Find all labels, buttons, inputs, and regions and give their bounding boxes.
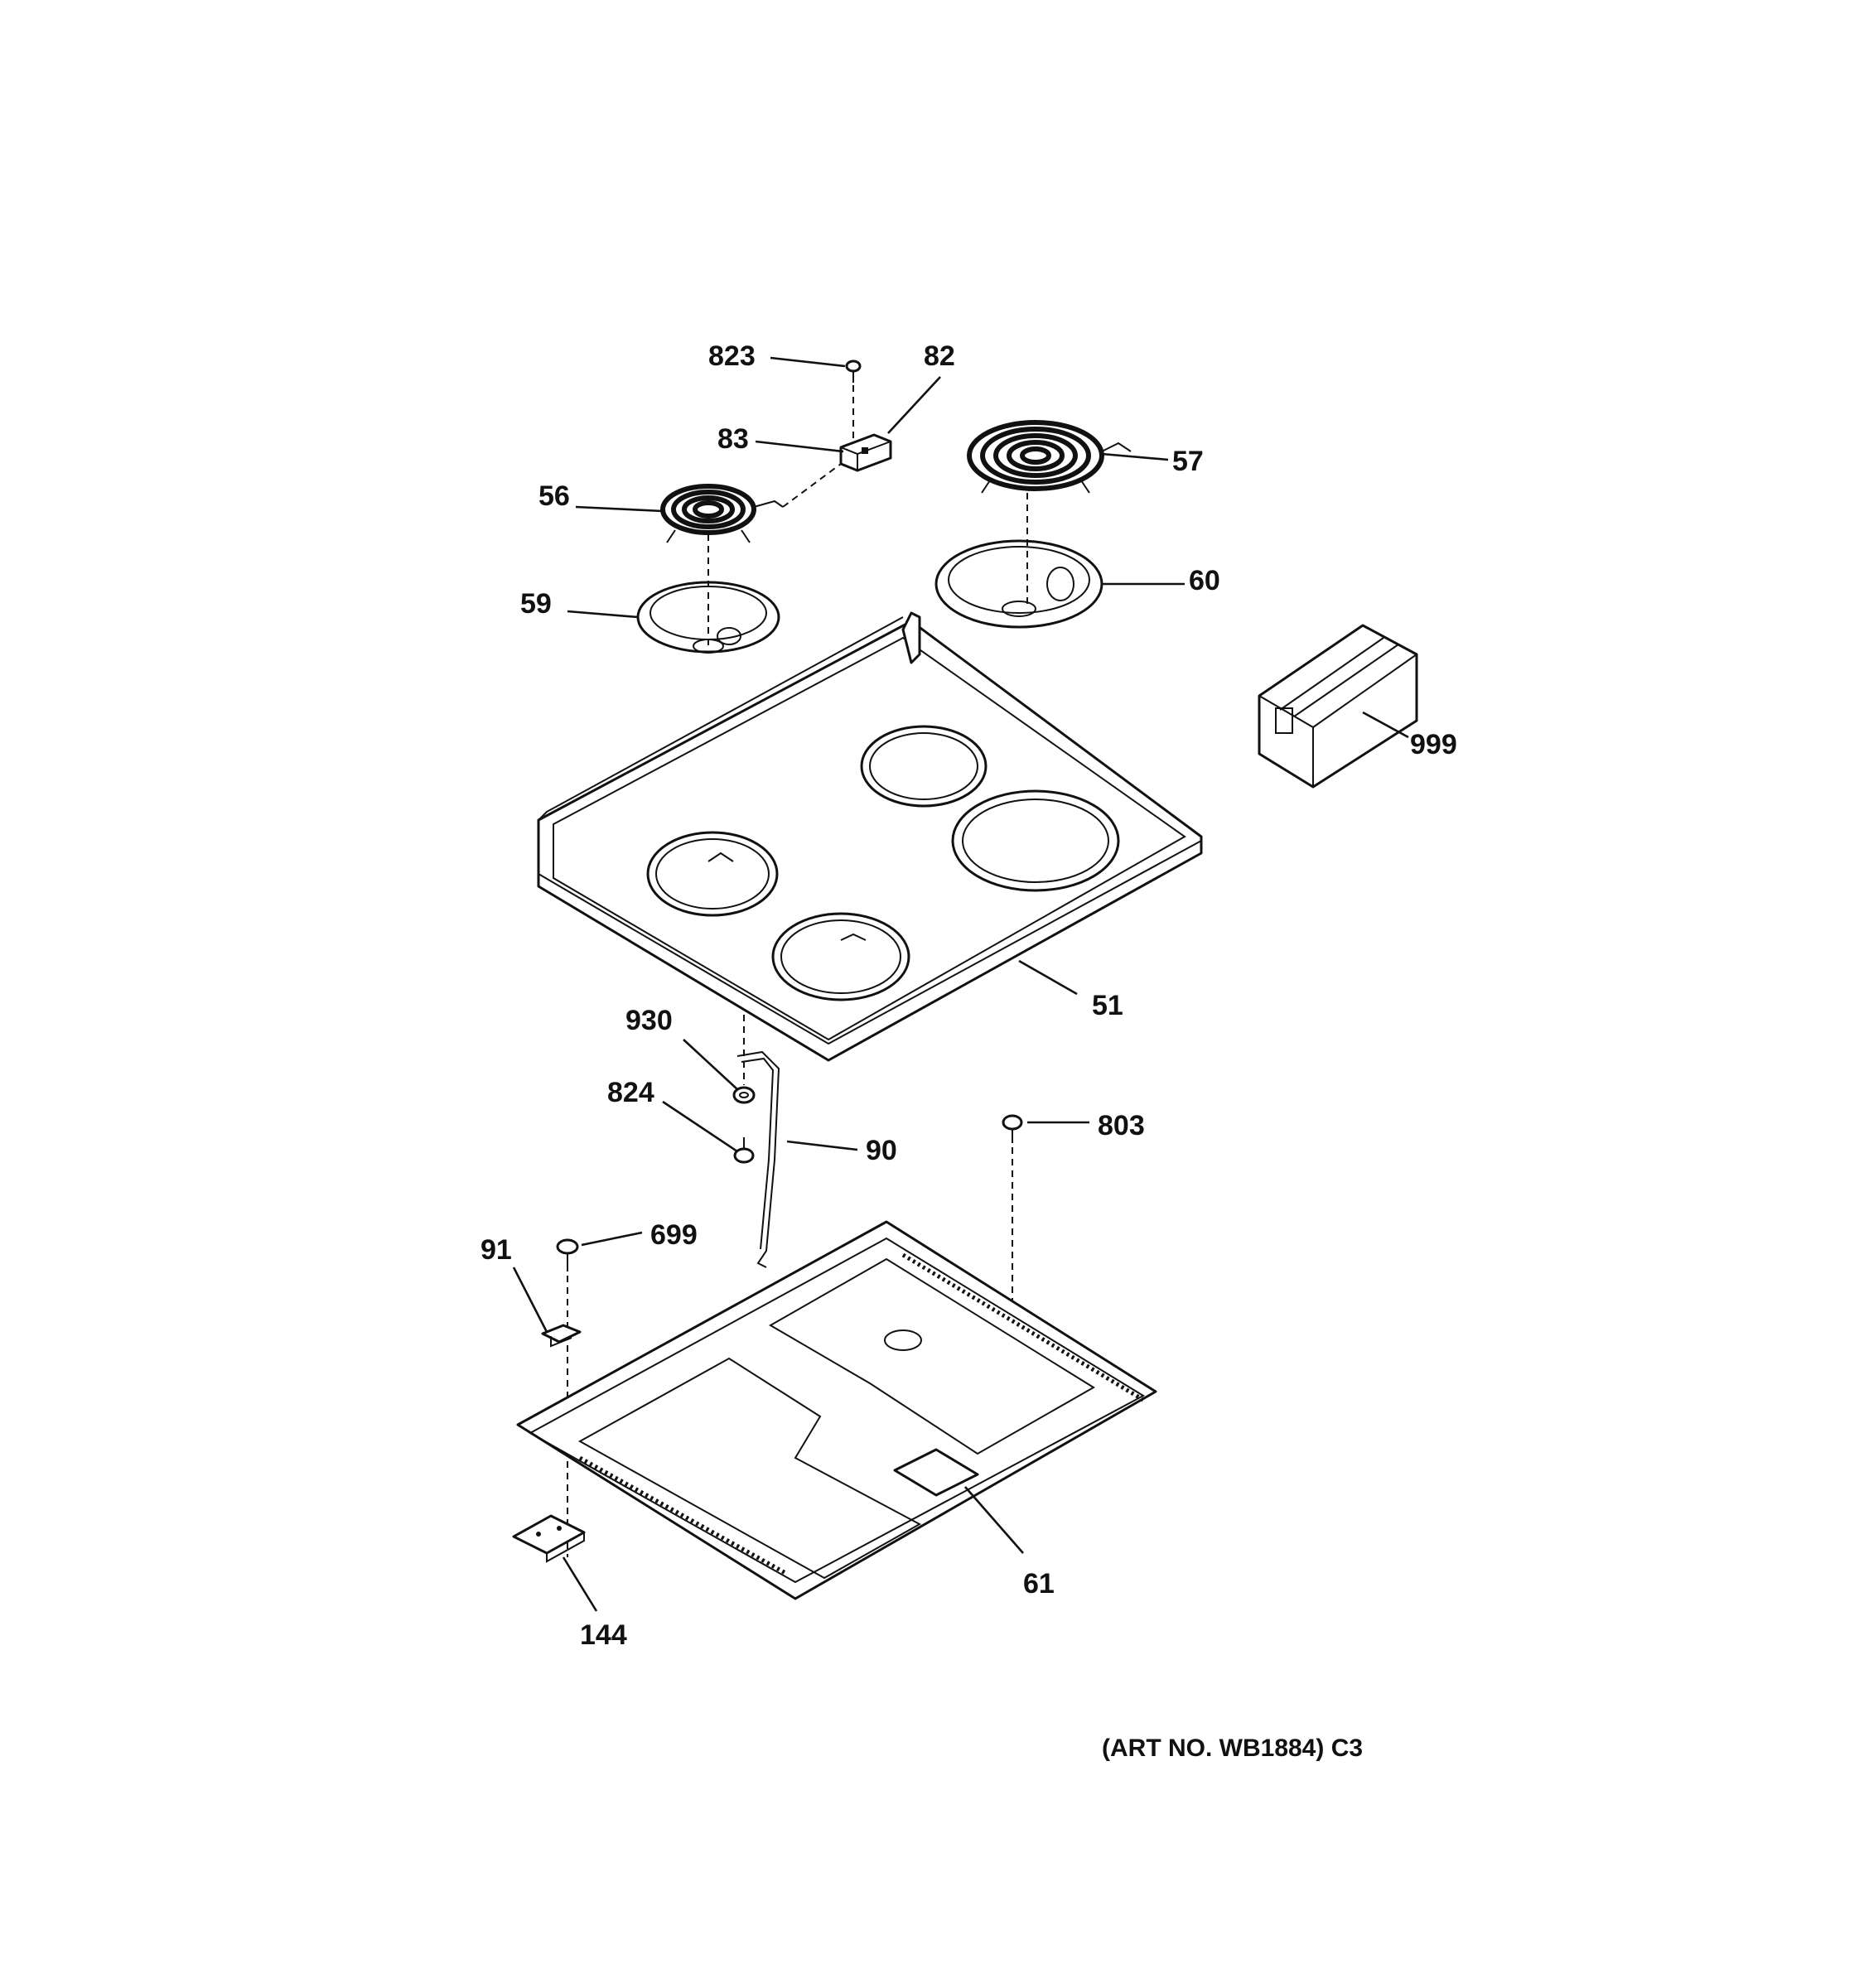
callout-labels: 823 82 83 57 56 59 60 999 51 930 824 90 … — [480, 340, 1457, 1651]
callout-57: 57 — [1172, 446, 1204, 477]
screw-823 — [845, 359, 862, 383]
callout-803: 803 — [1098, 1110, 1145, 1141]
burner-box — [516, 1220, 1157, 1600]
receptacle-block — [839, 433, 892, 472]
callout-144: 144 — [580, 1619, 627, 1651]
screw-803 — [1002, 1114, 1023, 1143]
screw-824 — [733, 1137, 755, 1164]
callout-51: 51 — [1092, 990, 1123, 1021]
leader-lines — [512, 356, 1409, 1612]
surface-unit-small — [660, 484, 784, 543]
bracket-144 — [512, 1514, 586, 1563]
callout-91: 91 — [480, 1234, 512, 1266]
callout-82: 82 — [924, 340, 955, 372]
callout-90: 90 — [866, 1135, 897, 1166]
callout-59: 59 — [520, 588, 552, 620]
callout-823: 823 — [708, 340, 756, 372]
art-number: (ART NO. WB1884) C3 — [1102, 1735, 1363, 1762]
callout-83: 83 — [717, 423, 749, 455]
callout-824: 824 — [607, 1077, 654, 1108]
screw-699 — [556, 1238, 579, 1271]
ground-strap — [736, 1050, 780, 1268]
callout-930: 930 — [625, 1005, 673, 1036]
callout-699: 699 — [650, 1219, 698, 1251]
cooktop-main-top — [537, 611, 1203, 1062]
callout-56: 56 — [538, 480, 570, 512]
callout-999: 999 — [1410, 729, 1457, 760]
callout-61: 61 — [1023, 1568, 1055, 1600]
callout-60: 60 — [1189, 565, 1220, 596]
washer-930 — [732, 1086, 756, 1104]
drip-pan-large — [934, 539, 1103, 629]
parts-box — [1258, 624, 1418, 789]
surface-unit-large — [967, 420, 1132, 494]
bracket-91 — [541, 1324, 582, 1348]
